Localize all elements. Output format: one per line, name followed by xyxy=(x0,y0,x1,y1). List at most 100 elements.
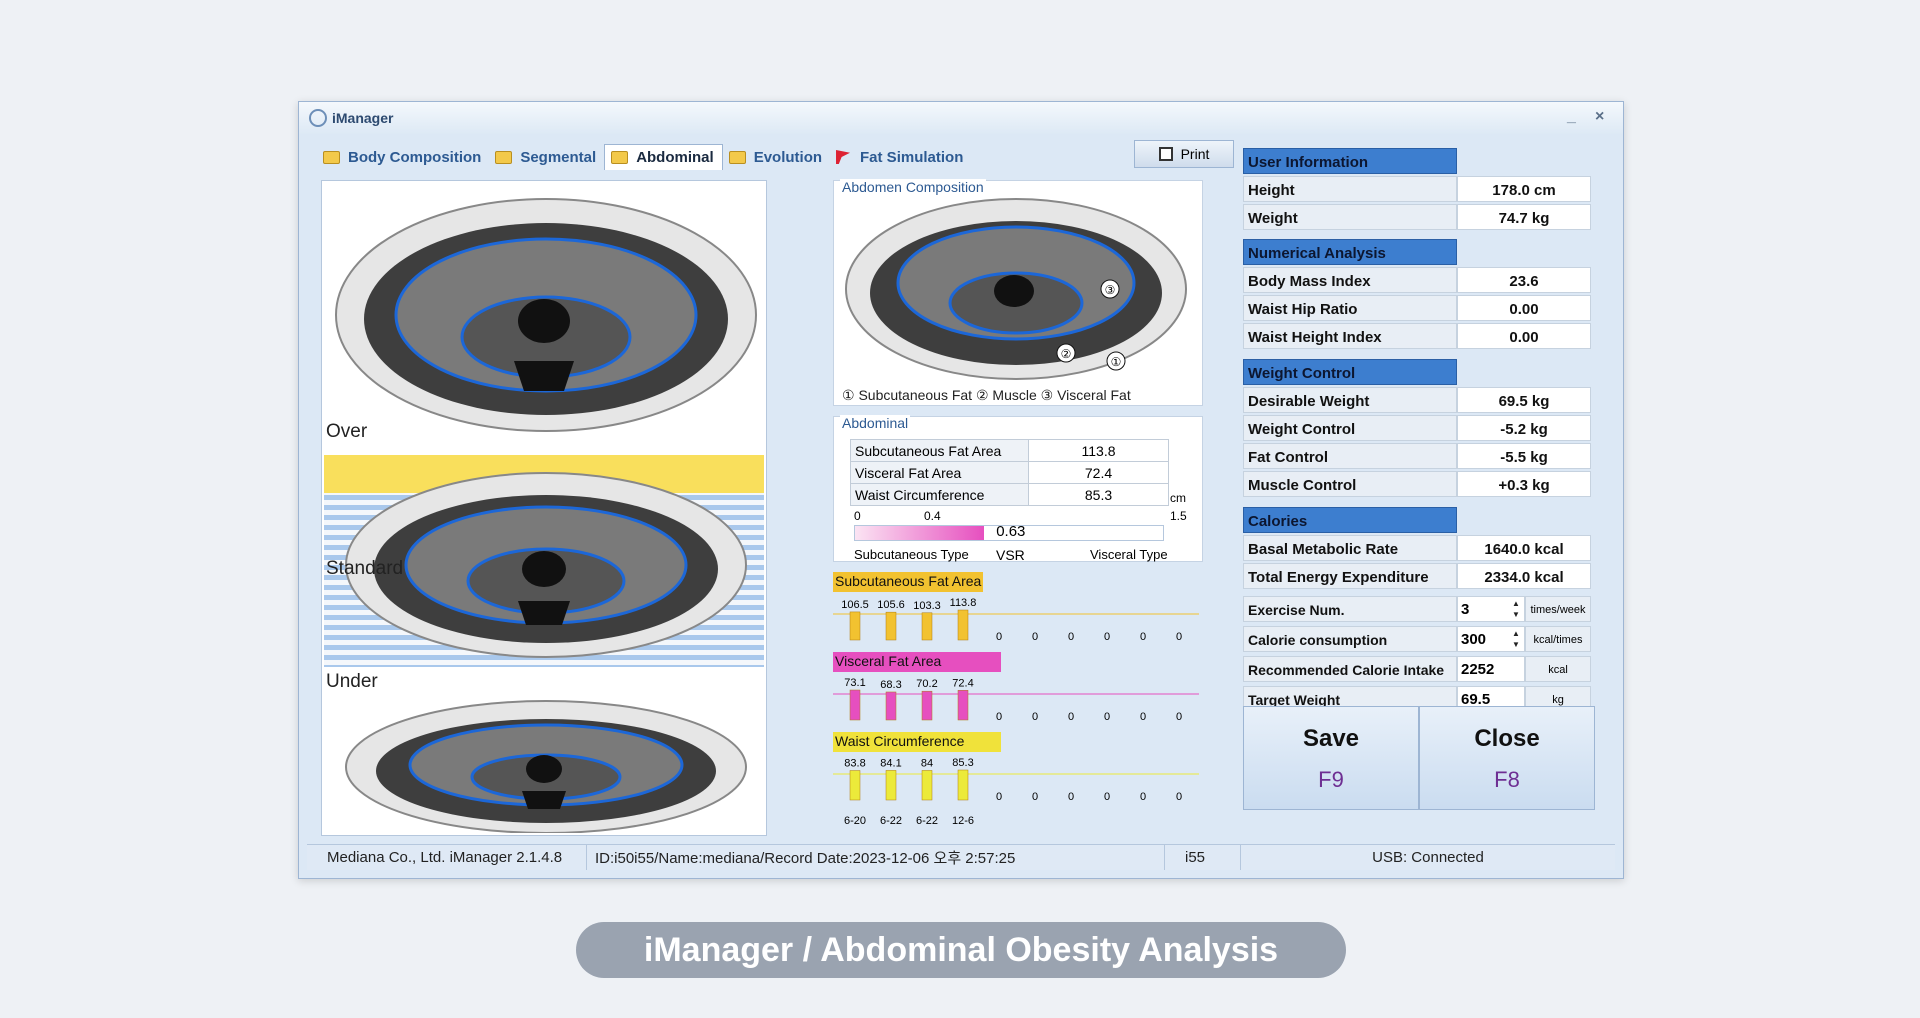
data-label: 105.6 xyxy=(877,599,905,611)
status-usb: USB: Connected xyxy=(1372,849,1484,866)
app-logo-icon xyxy=(309,109,327,127)
abdominal-analysis-panel: Abdomen Composition ③ ② ① ① Subcutaneous… xyxy=(773,179,1239,836)
recommended-intake-field[interactable]: 2252 xyxy=(1457,656,1525,682)
chart-bar xyxy=(921,612,933,641)
data-label: 0 xyxy=(1140,791,1146,803)
chart-bar xyxy=(957,769,969,801)
data-label: 0 xyxy=(1176,631,1182,643)
data-label: 0 xyxy=(996,711,1002,723)
muscle-marker: ② xyxy=(1061,347,1072,361)
folder-icon xyxy=(728,150,746,164)
status-device: i55 xyxy=(1165,845,1241,870)
chart-bar xyxy=(885,770,897,801)
chart-bar xyxy=(885,611,897,641)
folder-icon xyxy=(611,151,629,164)
abdomen-composition-box: Abdomen Composition ③ ② ① ① Subcutaneous… xyxy=(833,179,1203,406)
weight-control-header: Weight Control xyxy=(1243,359,1457,385)
data-label: 83.8 xyxy=(844,758,865,770)
data-label: 103.3 xyxy=(913,600,941,612)
data-label: 0 xyxy=(1104,711,1110,723)
printer-icon xyxy=(1158,147,1173,161)
scan-standard-image xyxy=(345,472,747,658)
vsr-bar xyxy=(854,525,1164,541)
fat-control-row: Fat Control-5.5 kg xyxy=(1243,443,1591,469)
data-label: 0 xyxy=(1104,631,1110,643)
data-label: 0 xyxy=(1032,631,1038,643)
calorie-consumption-stepper[interactable]: 300▲▼ xyxy=(1457,626,1525,652)
user-information-header: User Information xyxy=(1243,148,1457,174)
data-label: 0 xyxy=(996,791,1002,803)
tab-abdominal[interactable]: Abdominal xyxy=(604,144,723,170)
flag-icon xyxy=(836,150,851,164)
scan-over-image xyxy=(335,198,757,432)
scan-under-image xyxy=(345,700,747,833)
tab-evolution[interactable]: Evolution xyxy=(723,144,830,170)
folder-icon xyxy=(495,150,513,164)
chart-bar xyxy=(885,691,897,721)
visceral-marker: ③ xyxy=(1105,283,1116,297)
exercise-stepper[interactable]: 3▲▼ xyxy=(1457,596,1525,622)
waist-chart-title: Waist Circumference xyxy=(833,732,1001,752)
weight-control-row: Weight Control-5.2 kg xyxy=(1243,415,1591,441)
tab-fat-simulation[interactable]: Fat Simulation xyxy=(830,144,971,170)
data-label: 0 xyxy=(1032,791,1038,803)
abdominal-title: Abdominal xyxy=(840,415,911,431)
folder-icon xyxy=(323,150,340,164)
vsr-fill xyxy=(855,526,985,540)
data-label: 70.2 xyxy=(916,678,937,690)
data-label: 106.5 xyxy=(841,599,869,611)
data-label: 0 xyxy=(1140,711,1146,723)
minimize-button[interactable]: _ xyxy=(1567,108,1576,125)
abdomen-composition-title: Abdomen Composition xyxy=(840,179,986,195)
calories-header: Calories xyxy=(1243,507,1457,533)
abdomen-composition-image: ③ ② ① xyxy=(845,198,1187,380)
data-label: 73.1 xyxy=(844,677,865,689)
vsr-tick-0: 0 xyxy=(854,509,861,523)
close-window-button[interactable]: × xyxy=(1595,108,1605,125)
chart-bar xyxy=(921,690,933,721)
data-label: 0 xyxy=(1068,711,1074,723)
data-label: 0 xyxy=(1068,631,1074,643)
scan-under-label: Under xyxy=(326,671,378,692)
imanager-window: iManager _ × Body Composition Segmental … xyxy=(298,101,1624,879)
data-label: 68.3 xyxy=(880,679,901,691)
data-label: 0 xyxy=(1068,791,1074,803)
subcutaneous-marker: ① xyxy=(1111,355,1122,369)
height-value: 178.0 cm xyxy=(1457,176,1591,202)
tab-segmental[interactable]: Segmental xyxy=(489,144,604,170)
data-label: 0 xyxy=(1176,791,1182,803)
print-button[interactable]: Print xyxy=(1134,140,1234,168)
data-label: 85.3 xyxy=(952,757,973,769)
chart-bar xyxy=(849,770,861,801)
unit-label: cm xyxy=(1170,491,1186,505)
tab-body-composition[interactable]: Body Composition xyxy=(317,144,489,170)
data-label: 0 xyxy=(1104,791,1110,803)
ct-scan-panel: Over Standard Under xyxy=(321,180,767,836)
numerical-analysis-header: Numerical Analysis xyxy=(1243,239,1457,265)
visceral-type-label: Visceral Type xyxy=(1090,547,1168,562)
chart-bar xyxy=(849,689,861,721)
title-bar: iManager _ × xyxy=(299,102,1623,134)
subcutaneous-type-label: Subcutaneous Type xyxy=(854,547,969,562)
vsr-tick-1: 0.4 xyxy=(924,509,941,523)
data-label: 0 xyxy=(996,631,1002,643)
